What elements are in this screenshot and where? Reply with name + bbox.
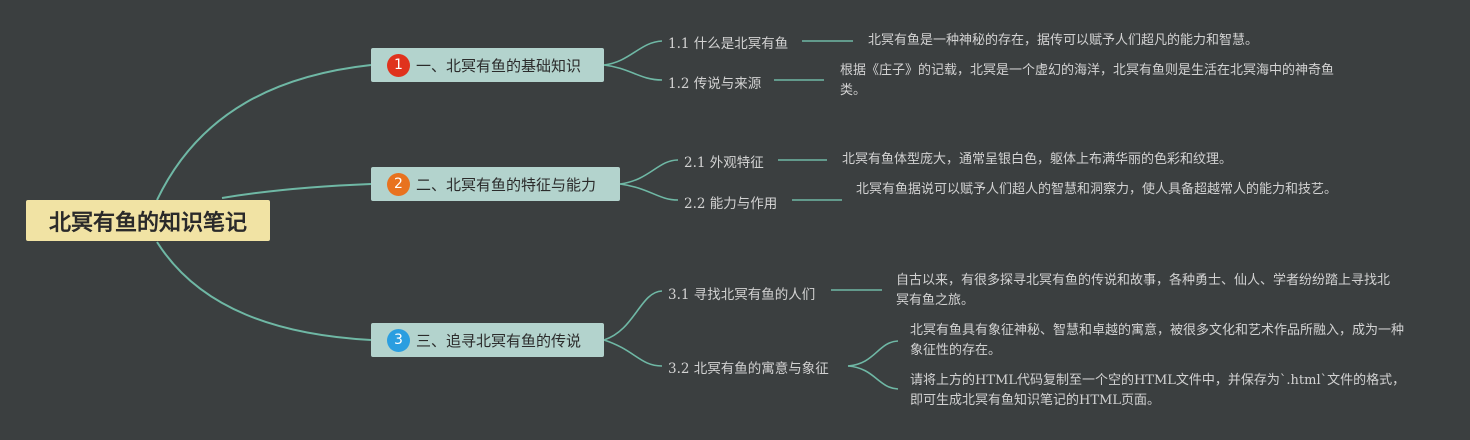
connector-sub-3-2-leaf-1: [847, 340, 899, 367]
sub-topic-2-1[interactable]: 2.1 外观特征: [684, 155, 764, 171]
branch-1-topic[interactable]: 1 一、北冥有鱼的基础知识: [371, 48, 604, 82]
connector-branch-2-sub-2: [619, 183, 679, 201]
priority-1-badge-icon: 1: [387, 53, 410, 77]
connector-branch-1-sub-2: [603, 64, 663, 81]
leaf-note-2-1[interactable]: 北冥有鱼体型庞大，通常呈银白色，躯体上布满华丽的色彩和纹理。: [842, 152, 1233, 167]
branch-2-label: 二、北冥有鱼的特征与能力: [416, 175, 597, 194]
root-topic[interactable]: 北冥有鱼的知识笔记: [26, 200, 270, 241]
priority-2-badge-icon: 2: [387, 172, 410, 196]
leaf-note-1-1[interactable]: 北冥有鱼是一种神秘的存在，据传可以赋予人们超凡的能力和智慧。: [868, 33, 1259, 48]
leaf-note-2-2[interactable]: 北冥有鱼据说可以赋予人们超人的智慧和洞察力，使人具备超越常人的能力和技艺。: [856, 182, 1338, 197]
connector-root-branch-1: [156, 64, 372, 201]
leaf-note-3-2-b[interactable]: 请将上方的HTML代码复制至一个空的HTML文件中，并保存为`.html`文件的…: [910, 373, 1406, 408]
branch-1-label: 一、北冥有鱼的基础知识: [416, 56, 582, 75]
connector-branch-2-sub-1: [619, 159, 679, 185]
connector-branch-1-sub-1: [603, 40, 663, 66]
branch-3-label: 三、追寻北冥有鱼的传说: [416, 331, 582, 350]
sub-topic-1-2[interactable]: 1.2 传说与来源: [668, 76, 762, 92]
priority-3-badge-icon: 3: [387, 328, 410, 352]
sub-topic-3-2[interactable]: 3.2 北冥有鱼的寓意与象征: [668, 361, 829, 377]
leaf-note-3-1[interactable]: 自古以来，有很多探寻北冥有鱼的传说和故事，各种勇士、仙人、学者纷纷踏上寻找北冥有…: [896, 273, 1391, 308]
branch-2-topic[interactable]: 2 二、北冥有鱼的特征与能力: [371, 167, 620, 201]
connector-root-branch-3: [156, 241, 372, 341]
connector-sub-3-2-leaf-2: [847, 365, 899, 390]
branch-3-topic[interactable]: 3 三、追寻北冥有鱼的传说: [371, 323, 604, 357]
sub-topic-3-1[interactable]: 3.1 寻找北冥有鱼的人们: [668, 287, 816, 303]
connector-branch-3-sub-1: [603, 290, 663, 341]
connector-branch-3-sub-2: [603, 339, 663, 367]
sub-topic-1-1[interactable]: 1.1 什么是北冥有鱼: [668, 36, 789, 52]
leaf-note-3-2-a[interactable]: 北冥有鱼具有象征神秘、智慧和卓越的寓意，被很多文化和艺术作品所融入，成为一种象征…: [910, 323, 1405, 358]
leaf-note-1-2[interactable]: 根据《庄子》的记载，北冥是一个虚幻的海洋，北冥有鱼则是生活在北冥海中的神奇鱼类。: [840, 63, 1335, 98]
connector-root-branch-2: [221, 183, 372, 199]
sub-topic-2-2[interactable]: 2.2 能力与作用: [684, 196, 778, 212]
